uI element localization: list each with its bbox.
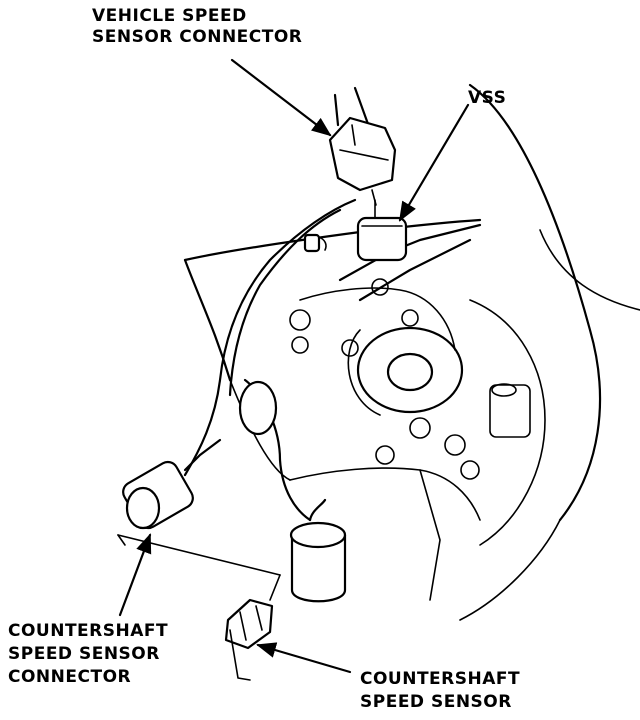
vss-connector bbox=[328, 86, 397, 206]
countershaft-sensor-body bbox=[289, 498, 347, 603]
vss-label: VSS bbox=[468, 88, 506, 109]
cs-sensor-label-line2: SPEED SENSOR bbox=[360, 692, 512, 712]
output-hub bbox=[289, 309, 531, 480]
cs-sensor-label-line1: COUNTERSHAFT bbox=[360, 669, 521, 689]
cs-connector-label-line3: CONNECTOR bbox=[8, 667, 132, 687]
countershaft-sensor bbox=[224, 574, 281, 681]
arrow-vss bbox=[398, 103, 470, 222]
vss-connector-label: VEHICLE SPEED SENSOR CONNECTOR bbox=[92, 6, 302, 48]
countershaft-connector-label: COUNTERSHAFT SPEED SENSOR CONNECTOR bbox=[8, 620, 168, 689]
vss-mount bbox=[338, 199, 482, 302]
countershaft-sensor-label: COUNTERSHAFT SPEED SENSOR bbox=[360, 668, 520, 714]
countershaft-connector bbox=[117, 438, 281, 576]
cs-connector-label-line2: SPEED SENSOR bbox=[8, 644, 160, 664]
vss-connector-label-line2: SENSOR CONNECTOR bbox=[92, 27, 303, 47]
cs-connector-label-line1: COUNTERSHAFT bbox=[8, 621, 169, 641]
wire-harness bbox=[183, 198, 357, 522]
vss-connector-label-line1: VEHICLE SPEED bbox=[92, 6, 247, 26]
arrow-vss-connector bbox=[230, 58, 332, 137]
vss-label-text: VSS bbox=[468, 88, 507, 108]
transmission-housing bbox=[183, 83, 640, 621]
arrow-cs-connector bbox=[118, 533, 152, 617]
arrow-cs-sensor bbox=[256, 642, 352, 674]
